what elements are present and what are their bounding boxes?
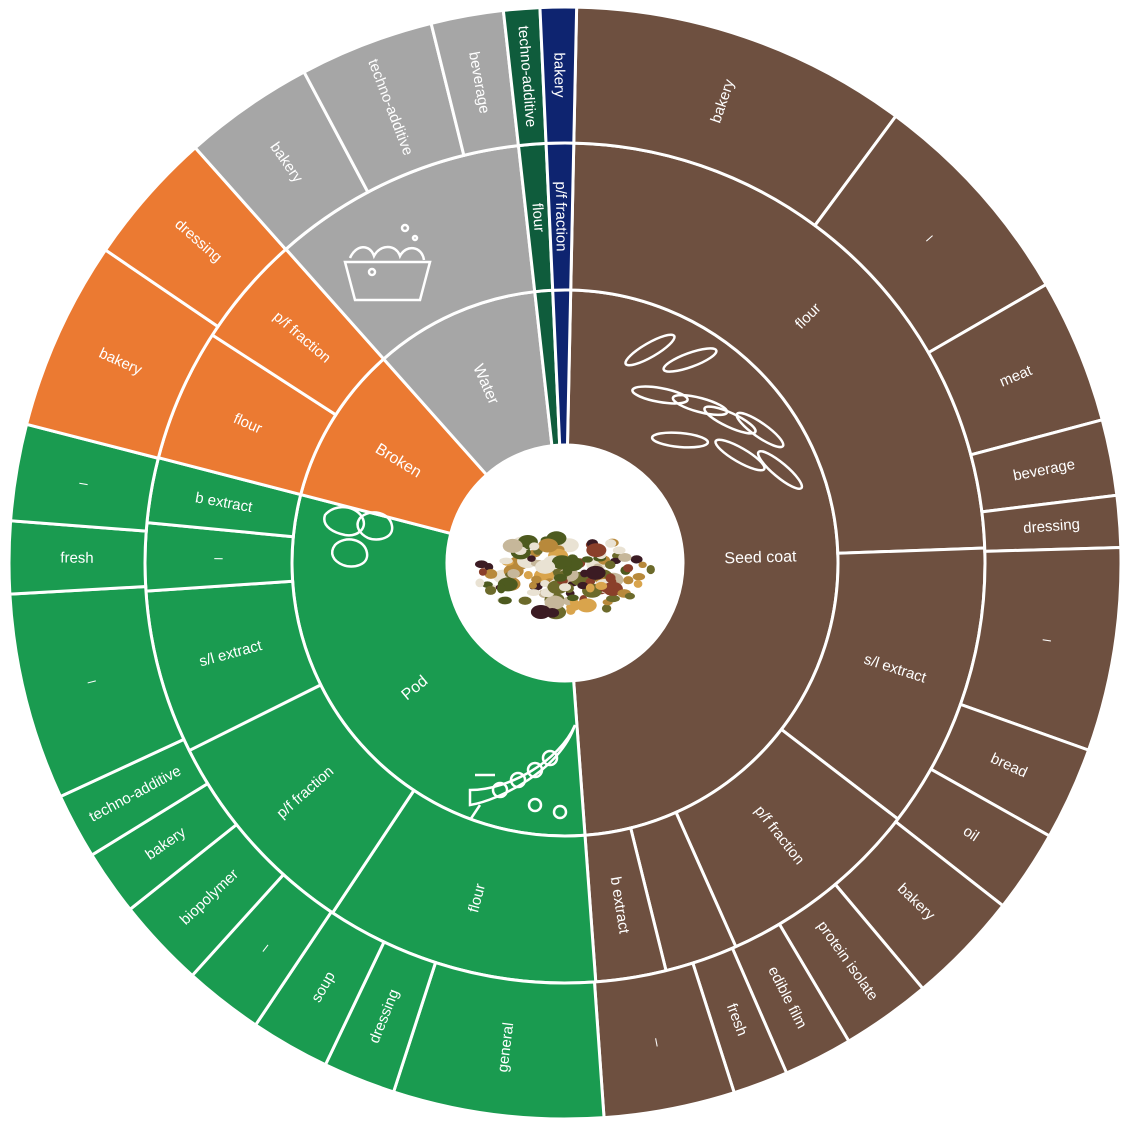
legume-dot xyxy=(605,539,616,548)
label-ring2-13-flour: flour xyxy=(528,202,547,232)
legume-dot xyxy=(634,580,643,588)
legume-dot xyxy=(625,593,635,600)
label-ring2-8-dash: – xyxy=(214,549,223,566)
legume-dot xyxy=(545,608,559,618)
legume-dot xyxy=(618,553,631,562)
legume-dot xyxy=(613,546,626,554)
legume-dot xyxy=(529,542,539,550)
legume-dot xyxy=(531,576,541,584)
legume-dot xyxy=(485,586,496,595)
legume-dot xyxy=(605,561,616,569)
legume-dot xyxy=(475,560,488,568)
legume-dot xyxy=(623,576,633,584)
legume-dot xyxy=(538,539,558,553)
label-ring3-29-bakery: bakery xyxy=(550,52,568,98)
legume-dot xyxy=(582,556,593,562)
legume-dot xyxy=(602,604,611,612)
label-ring1-0-seed-coat: Seed coat xyxy=(724,548,797,567)
label-ring3-21-fresh: fresh xyxy=(60,549,94,566)
legume-dot xyxy=(503,539,523,553)
legume-dot xyxy=(586,543,606,557)
legume-dot xyxy=(524,571,533,579)
legume-dot xyxy=(633,573,645,580)
legume-dot xyxy=(606,595,620,602)
legume-dot xyxy=(606,573,616,582)
legume-dot xyxy=(527,589,540,596)
legume-dot xyxy=(567,595,579,602)
legume-dot xyxy=(586,584,595,593)
legume-dot xyxy=(647,565,655,574)
legume-dot xyxy=(507,569,520,578)
legume-dot xyxy=(497,584,506,594)
legume-dot xyxy=(595,582,607,590)
legume-dot xyxy=(554,574,567,582)
legume-dot xyxy=(559,583,571,591)
legume-dot xyxy=(638,562,646,568)
label-ring2-14-p-f-fraction: p/f fraction xyxy=(552,181,570,251)
legume-dot xyxy=(563,566,573,576)
legume-dot xyxy=(519,597,532,605)
legume-dot xyxy=(498,597,512,605)
legume-dot xyxy=(535,560,555,574)
legume-dot xyxy=(479,568,487,576)
legume-dot xyxy=(577,598,597,612)
legume-dot xyxy=(475,579,484,588)
legume-dot xyxy=(499,558,513,565)
legume-dot xyxy=(623,564,633,572)
legume-dot xyxy=(586,566,606,580)
